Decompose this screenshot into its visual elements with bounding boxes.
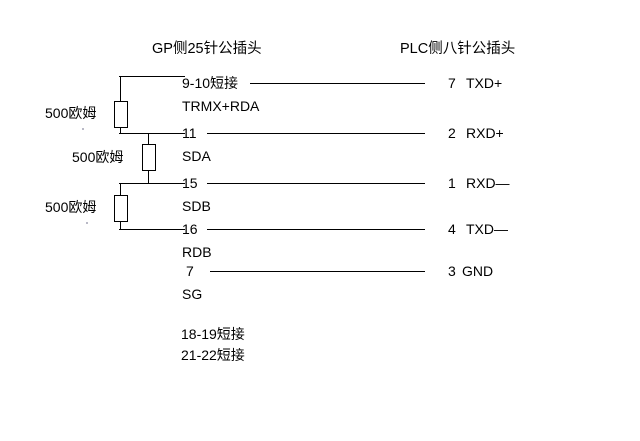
right-pin-4: 4	[448, 221, 456, 237]
note-1: 18-19短接	[181, 326, 245, 342]
bus-wire-middle-lower	[119, 183, 185, 184]
right-pin-2: 2	[448, 125, 456, 141]
right-signal-1: TXD+	[466, 75, 503, 91]
header-gp-connector: GP侧25针公插头	[152, 41, 262, 57]
link-wire-5	[210, 271, 425, 272]
rail-center-lower	[148, 171, 149, 183]
bus-wire-middle-upper	[119, 133, 185, 134]
right-pin-1: 7	[448, 75, 456, 91]
left-pin-3: 15	[182, 175, 198, 191]
note-2: 21-22短接	[181, 347, 245, 363]
left-pin-1: 9-10短接	[182, 75, 239, 91]
left-pin-4: 16	[182, 221, 198, 237]
scan-speck	[82, 128, 84, 130]
header-plc-connector: PLC侧八针公插头	[400, 41, 516, 57]
right-signal-3: RXD—	[466, 175, 510, 191]
bus-wire-bottom	[119, 229, 185, 230]
bus-wire-top	[119, 76, 185, 77]
link-wire-3	[207, 183, 425, 184]
link-wire-4	[207, 229, 425, 230]
resistor-3-body	[114, 195, 128, 222]
rail-left-upper	[120, 76, 121, 101]
left-signal-4: RDB	[182, 244, 212, 260]
rail-left-upper-3	[120, 183, 121, 195]
left-signal-1: TRMX+RDA	[182, 98, 260, 114]
resistor-3-label: 500欧姆	[45, 199, 97, 215]
left-signal-5: SG	[182, 286, 203, 302]
left-pin-2: 11	[182, 125, 197, 141]
right-pin-3: 1	[448, 175, 456, 191]
left-signal-3: SDB	[182, 198, 211, 214]
right-signal-2: RXD+	[466, 125, 504, 141]
link-wire-1	[250, 83, 425, 84]
right-signal-4: TXD—	[466, 221, 508, 237]
rail-center-upper	[148, 133, 149, 144]
rail-left-lower-1	[120, 128, 121, 134]
right-pin-5: 3	[448, 263, 456, 279]
left-signal-2: SDA	[182, 148, 211, 164]
resistor-2-label: 500欧姆	[72, 149, 124, 165]
left-pin-5: 7	[186, 263, 194, 279]
resistor-2-body	[142, 144, 156, 171]
link-wire-2	[207, 133, 425, 134]
resistor-1-label: 500欧姆	[45, 105, 97, 121]
resistor-1-body	[114, 101, 128, 128]
right-signal-5: GND	[462, 263, 494, 279]
rail-left-lower-3	[120, 222, 121, 230]
scan-speck	[86, 222, 88, 224]
